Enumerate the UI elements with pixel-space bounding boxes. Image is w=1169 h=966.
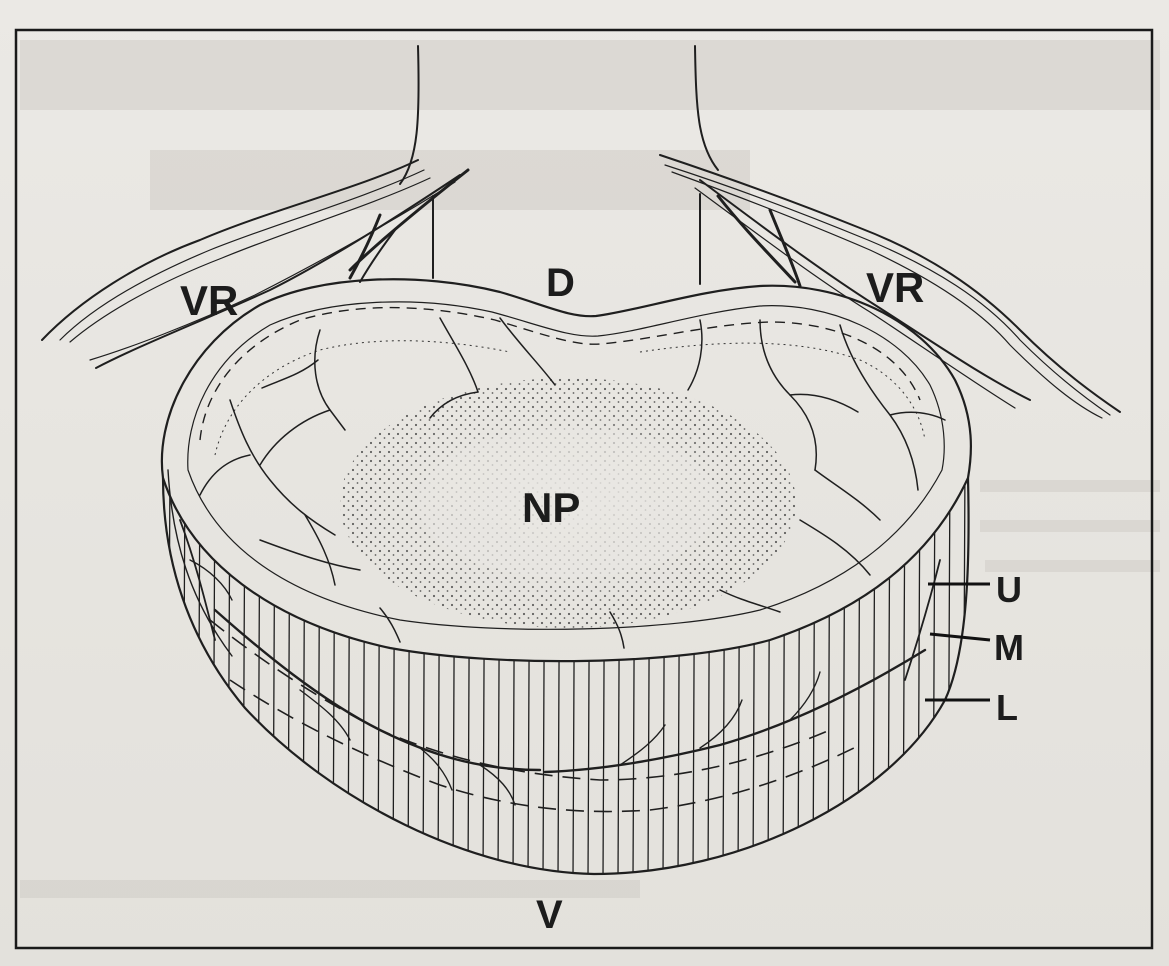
label-m: M [994,627,1024,668]
label-np: NP [522,484,580,531]
label-d: D [546,261,575,305]
lamella-line [948,460,950,880]
label-vr-left: VR [180,277,238,324]
lamella-line [318,460,320,880]
lamella-line [933,460,935,880]
label-u: U [996,569,1022,610]
lamella-line [168,460,170,880]
lamella-line [243,460,245,880]
lamella-line [918,460,920,880]
label-v: V [536,893,563,937]
lamella-line [813,460,815,880]
lamella-line [303,460,305,880]
lamella-line [963,460,965,880]
lamella-line [333,460,335,880]
lamella-line [213,460,215,880]
lamella-line [228,460,230,880]
lamella-line [873,460,875,880]
lamella-line [798,460,800,880]
label-l: L [996,687,1018,728]
lamella-line [273,460,275,880]
lamella-line [843,460,845,880]
lamella-line [198,460,200,880]
label-vr-right: VR [866,264,924,311]
lamella-line [828,460,830,880]
lamella-line [858,460,860,880]
lamella-line [258,460,260,880]
